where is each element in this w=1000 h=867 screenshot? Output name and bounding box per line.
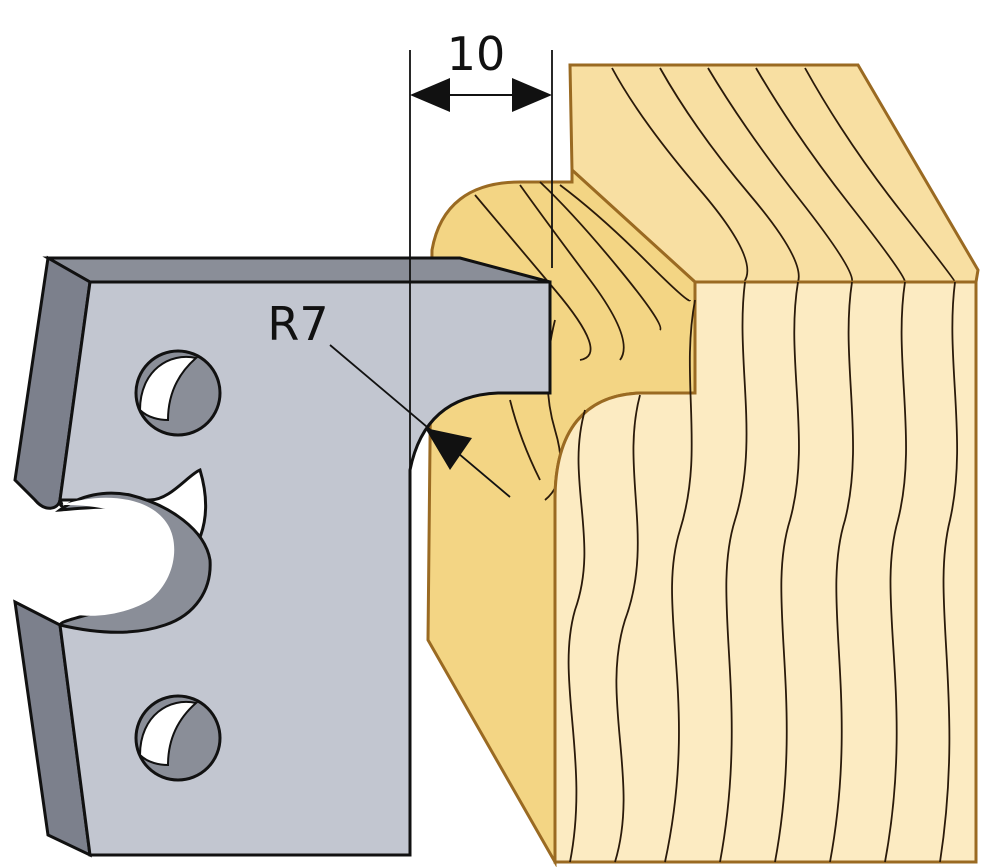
wood-workpiece bbox=[426, 63, 980, 867]
knife-cutout-inner bbox=[62, 497, 175, 616]
width-arrowhead-left bbox=[410, 78, 450, 112]
width-dimension-label: 10 bbox=[447, 27, 506, 81]
mounting-hole-lower bbox=[134, 694, 222, 782]
wood-front-grain bbox=[567, 281, 959, 863]
profile-knife bbox=[13, 255, 552, 858]
radius-leader-line bbox=[329, 344, 511, 498]
radius-arrowhead bbox=[425, 428, 472, 470]
wood-top-grain bbox=[611, 67, 956, 283]
wood-front-face bbox=[553, 280, 978, 864]
width-arrowhead-right bbox=[512, 78, 552, 112]
knife-top-bevel bbox=[42, 256, 551, 284]
mounting-hole-upper bbox=[134, 349, 222, 437]
radius-dimension-label: R7 bbox=[267, 297, 328, 351]
width-dimension: 10 bbox=[409, 27, 553, 470]
radius-dimension: R7 bbox=[267, 297, 511, 498]
